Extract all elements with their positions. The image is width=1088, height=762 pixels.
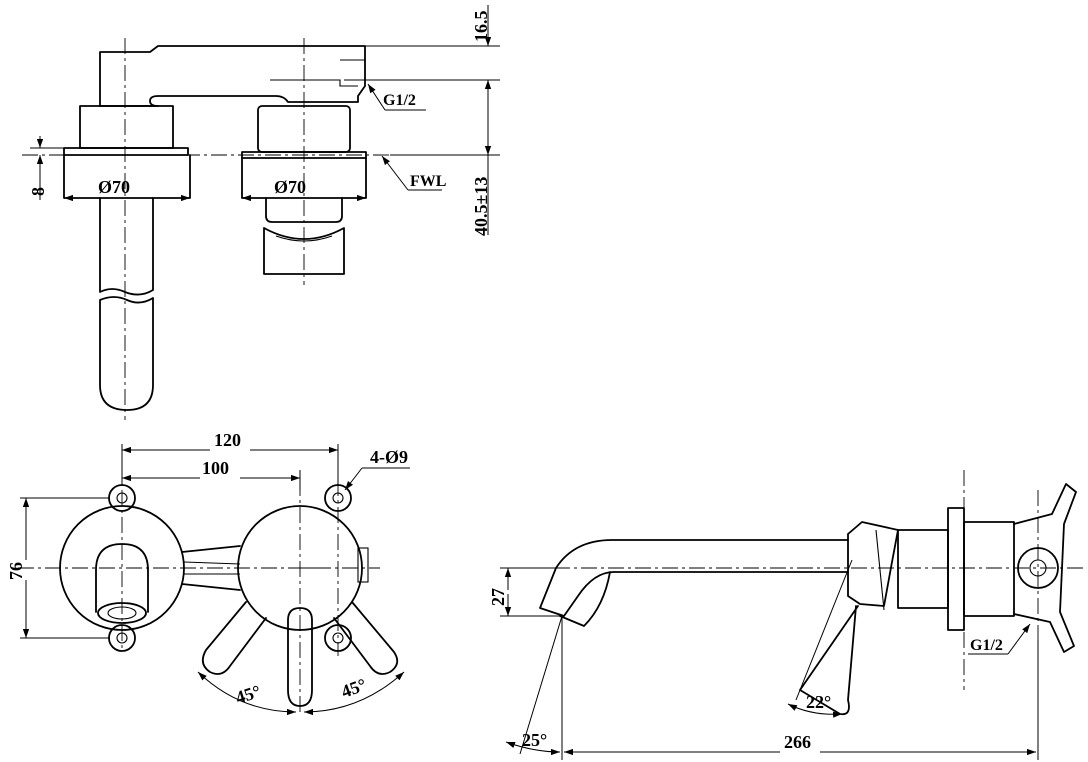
valve-inner [1029,559,1047,577]
link-bar [181,545,241,591]
lever-hub-line [875,529,885,611]
spout-neck [99,197,154,296]
valve-detail [275,235,333,242]
rosette-left-front [59,505,185,631]
angle-right-label: 45° [339,674,370,701]
angle-handle-line [795,559,853,701]
dim-height-upper-label: 16.5 [471,11,491,43]
angle-spout-line [519,615,563,755]
valve-bracket [1013,483,1077,653]
dim-width-inner-label: 100 [202,458,229,478]
holes-leader [344,467,363,491]
holes-label: 4-Ø9 [370,447,408,467]
angle-handle-label: 22° [806,692,831,712]
dim-spout-length-label: 266 [784,732,811,752]
plate-edge [357,547,369,583]
valve-outer [1017,547,1059,589]
plate-right [241,151,367,159]
link-bar-detail [183,561,241,575]
thread-label-top: G1/2 [383,92,416,109]
rosette-right-front [237,505,363,631]
mount-hole-bl-inner [116,632,128,644]
angle-handle-arc [787,703,843,718]
body-side [897,529,949,609]
spout-hub [79,105,174,149]
angle-arc-left [197,671,297,716]
dim-spout-height-label: 27 [488,588,508,606]
lever-hub-side [847,521,899,607]
dim-depth-label: 40.5±13 [471,177,491,236]
angle-arc-right [303,671,405,716]
valve-housing [963,521,1015,617]
side-view: 27 25° 22° 266 G1/2 [488,470,1086,760]
front-view: 120 100 76 4-Ø9 45° 45° [6,430,410,716]
aerator-inner [107,606,137,620]
top-view: 8 Ø70 Ø70 16.5 40.5±13 G1/2 FWL [22,5,500,420]
wall-plate [947,507,965,631]
thread-label-side: G1/2 [970,637,1003,654]
angle-spout-label: 25° [522,730,547,750]
thread-leader-side [1007,623,1031,655]
dim-width-outer-label: 120 [214,430,241,450]
spout-curve [559,571,611,627]
fwl-label: FWL [410,173,446,190]
spout-outlet [95,543,149,613]
spout-tip [99,296,154,411]
lever-detail [272,79,358,87]
spout-side [539,539,849,617]
cartridge [265,197,343,223]
diameter-left-label: Ø70 [98,177,130,197]
diameter-right-label: Ø70 [274,177,306,197]
mount-hole-tl-inner [116,492,128,504]
thread-leader [367,83,386,111]
lever-body [99,45,366,107]
plate-left [63,147,189,156]
fwl-leader [381,155,409,191]
dim-plate-label: 8 [28,187,48,196]
valve-body [263,227,345,275]
dim-height-label: 76 [6,562,26,580]
aerator [97,602,147,624]
rosette-right [241,157,367,199]
angle-left-label: 45° [233,681,263,708]
angle-spout-arc [505,741,561,756]
